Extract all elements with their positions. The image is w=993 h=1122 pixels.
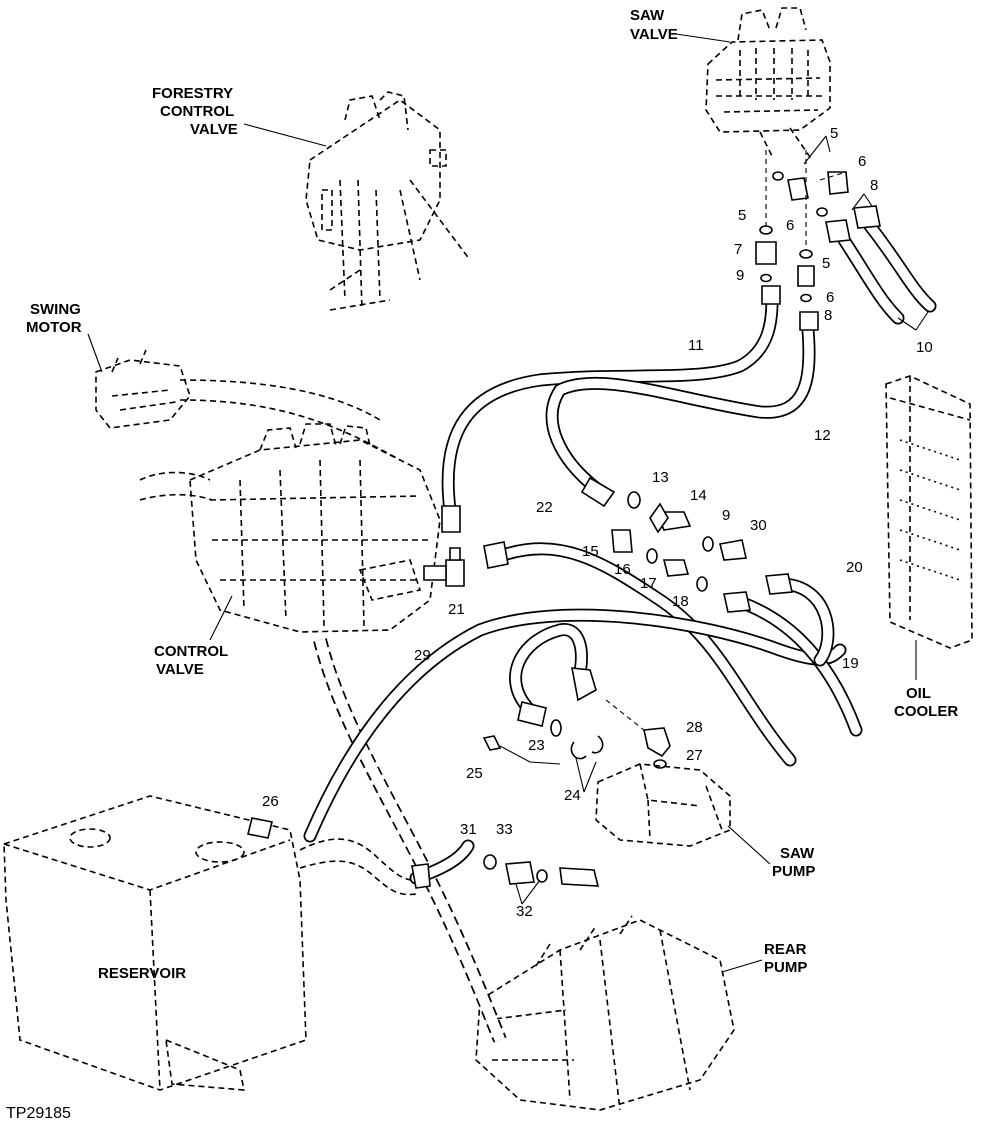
svg-text:MOTOR: MOTOR (26, 319, 82, 336)
oil-cooler-body (885, 375, 973, 649)
callout-29: 29 (414, 647, 431, 664)
hose-20 (773, 577, 835, 667)
fittings (247, 171, 881, 889)
callout-5a: 5 (830, 125, 838, 142)
callout-22: 22 (536, 499, 553, 516)
rear-pump-body (475, 915, 735, 1111)
svg-text:SWING: SWING (30, 301, 81, 318)
callout-26: 26 (262, 793, 279, 810)
svg-text:VALVE: VALVE (190, 121, 238, 138)
callout-27: 27 (686, 747, 703, 764)
svg-text:VALVE: VALVE (156, 661, 204, 678)
hose-10 (837, 219, 937, 325)
callout-5c: 5 (822, 255, 830, 272)
callout-6b: 6 (786, 217, 794, 234)
svg-text:COOLER: COOLER (894, 703, 958, 720)
callouts: 5 5 5 6 6 6 8 8 7 9 9 10 11 12 13 14 15 … (262, 125, 933, 920)
swing-motor-body (95, 349, 401, 461)
svg-text:VALVE: VALVE (630, 26, 678, 43)
control-valve-body (139, 423, 441, 633)
svg-text:SAW: SAW (630, 7, 665, 24)
label-saw-valve: SAW VALVE (630, 7, 678, 43)
callout-7: 7 (734, 241, 742, 258)
callout-33: 33 (496, 821, 513, 838)
callout-12: 12 (814, 427, 831, 444)
figure-id: TP29185 (6, 1105, 71, 1122)
assembly-centerlines (605, 150, 847, 731)
hose-saw-pump-pressure (509, 623, 588, 717)
callout-25: 25 (466, 765, 483, 782)
callout-32: 32 (516, 903, 533, 920)
svg-text:REAR: REAR (764, 941, 807, 958)
label-reservoir: RESERVOIR (98, 965, 186, 982)
callout-23: 23 (528, 737, 545, 754)
callout-30: 30 (750, 517, 767, 534)
label-swing-motor: SWING MOTOR (26, 301, 82, 336)
hose-19 (733, 595, 863, 737)
oil-cooler-fins (899, 439, 961, 581)
callout-20: 20 (846, 559, 863, 576)
callout-24: 24 (564, 787, 581, 804)
callout-21: 21 (448, 601, 465, 618)
callout-8b: 8 (824, 307, 832, 324)
svg-text:CONTROL: CONTROL (160, 103, 234, 120)
callout-6c: 6 (826, 289, 834, 306)
svg-text:CONTROL: CONTROL (154, 643, 228, 660)
svg-text:SAW: SAW (780, 845, 815, 862)
callout-16: 16 (614, 561, 631, 578)
callout-8a: 8 (870, 177, 878, 194)
saw-pump-body (595, 763, 731, 847)
hose-12 (545, 323, 816, 495)
svg-text:FORESTRY: FORESTRY (152, 85, 233, 102)
callout-9b: 9 (722, 507, 730, 524)
label-forestry-control-valve: FORESTRY CONTROL VALVE (152, 85, 238, 138)
callout-9a: 9 (736, 267, 744, 284)
callout-13: 13 (652, 469, 669, 486)
callout-19: 19 (842, 655, 859, 672)
svg-text:PUMP: PUMP (764, 959, 807, 976)
svg-text:OIL: OIL (906, 685, 931, 702)
saw-valve-body (705, 7, 831, 161)
callout-17: 17 (640, 575, 657, 592)
callout-18: 18 (672, 593, 689, 610)
label-rear-pump: REAR PUMP (764, 941, 807, 976)
callout-28: 28 (686, 719, 703, 736)
label-control-valve: CONTROL VALVE (154, 643, 228, 678)
reservoir-body (3, 795, 307, 1091)
hose-29 (303, 608, 847, 843)
callout-31: 31 (460, 821, 477, 838)
label-oil-cooler: OIL COOLER (894, 685, 958, 720)
callout-5b: 5 (738, 207, 746, 224)
label-saw-pump: SAW PUMP (772, 845, 815, 880)
callout-15: 15 (582, 543, 599, 560)
forestry-control-valve-body (305, 91, 471, 311)
hose-22 (493, 542, 797, 767)
callout-6a: 6 (858, 153, 866, 170)
callout-11: 11 (688, 337, 704, 354)
hose-11 (441, 293, 779, 517)
svg-text:PUMP: PUMP (772, 863, 815, 880)
leader-lines (87, 33, 929, 973)
callout-10: 10 (916, 339, 933, 356)
callout-14: 14 (690, 487, 707, 504)
